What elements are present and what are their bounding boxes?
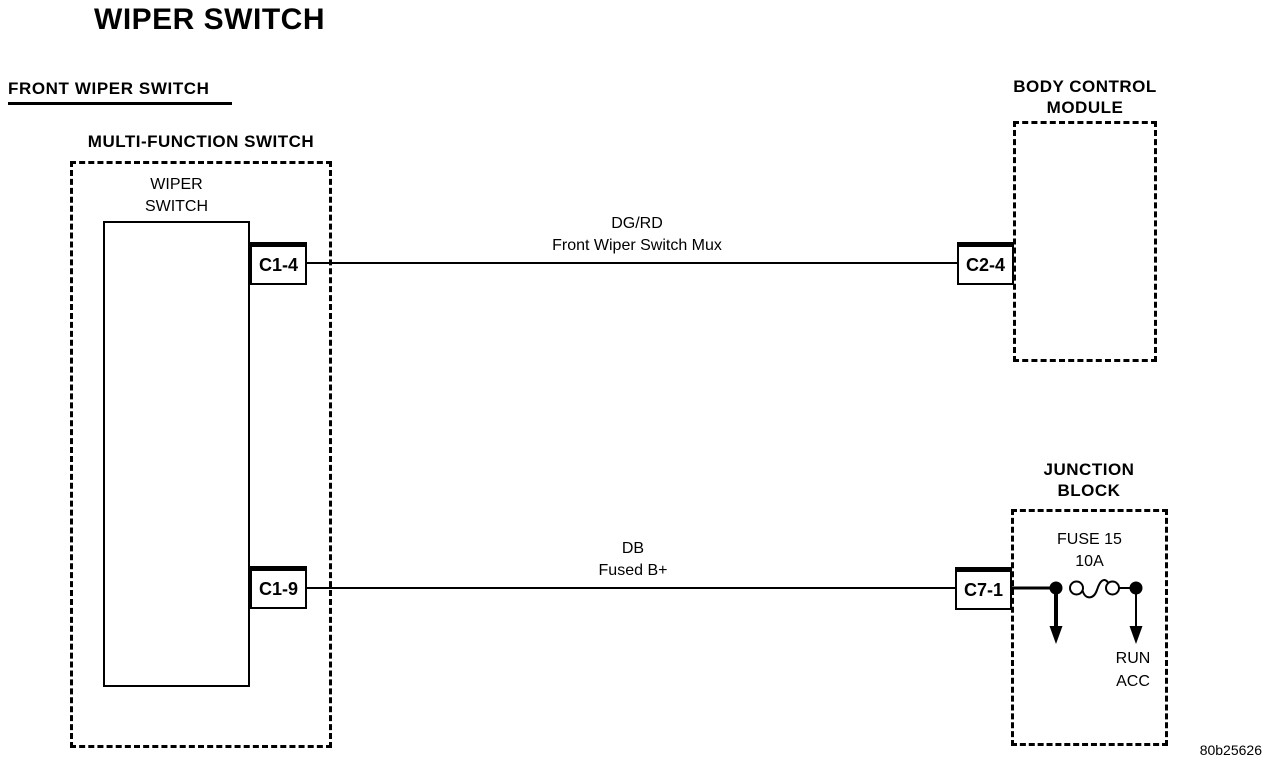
- figure-code: 80b25626: [1199, 742, 1262, 758]
- wire-label-bottom: DB Fused B+: [433, 538, 833, 582]
- wire-label-top: DG/RD Front Wiper Switch Mux: [437, 213, 837, 257]
- body-control-module-label-line2: MODULE: [1046, 98, 1124, 117]
- wiper-switch-label-line2: SWITCH: [144, 198, 209, 215]
- wire-front-wiper-switch-mux: [307, 262, 957, 264]
- fuse-symbol: [1012, 579, 1143, 644]
- multi-function-switch-label: MULTI-FUNCTION SWITCH: [70, 131, 332, 152]
- page-title: WIPER SWITCH: [94, 3, 325, 36]
- connector-c2-4: C2-4: [957, 242, 1014, 285]
- wire-bottom-circuit-name: Fused B+: [598, 562, 668, 579]
- wiper-switch-label-line1: WIPER: [150, 176, 203, 193]
- output-arrow-head: [1129, 626, 1143, 644]
- acc-feed-label: ACC: [1116, 673, 1150, 690]
- junction-block-boundary: [1011, 509, 1168, 746]
- wire-fused-b-plus: [307, 587, 955, 589]
- fuse-rating: 10A: [1075, 553, 1104, 570]
- junction-block-label: JUNCTION BLOCK: [1009, 459, 1169, 501]
- body-control-module-label: BODY CONTROL MODULE: [1005, 76, 1165, 118]
- section-heading: FRONT WIPER SWITCH: [8, 79, 232, 105]
- body-control-module-label-line1: BODY CONTROL: [1013, 77, 1157, 96]
- connector-c7-1: C7-1: [955, 567, 1012, 610]
- junction-block-label-line1: JUNCTION: [1043, 460, 1135, 479]
- connector-c1-4: C1-4: [250, 242, 307, 285]
- feed-arrow-head: [1049, 626, 1063, 644]
- wire-top-circuit-name: Front Wiper Switch Mux: [552, 237, 722, 254]
- wiper-switch-label: WIPER SWITCH: [103, 174, 250, 218]
- fuse-name: FUSE 15: [1057, 531, 1122, 548]
- body-control-module-boundary: [1013, 121, 1157, 362]
- fuse-clip-left: [1069, 580, 1084, 596]
- fuse-element-squiggle: [1081, 579, 1109, 599]
- multi-function-switch-label-text: MULTI-FUNCTION SWITCH: [87, 132, 315, 151]
- connector-c1-9: C1-9: [250, 566, 307, 609]
- junction-block-label-line2: BLOCK: [1057, 481, 1121, 500]
- wire-top-color-code: DG/RD: [611, 215, 663, 232]
- wire-bottom-color-code: DB: [621, 540, 645, 557]
- fuse-clip-right: [1105, 580, 1120, 596]
- run-acc-label: RUN ACC: [1093, 647, 1173, 693]
- run-feed-label: RUN: [1115, 650, 1151, 667]
- multi-function-switch-boundary: [70, 161, 332, 748]
- fuse-label: FUSE 15 10A: [1011, 529, 1168, 573]
- wiper-switch-box: [103, 221, 250, 687]
